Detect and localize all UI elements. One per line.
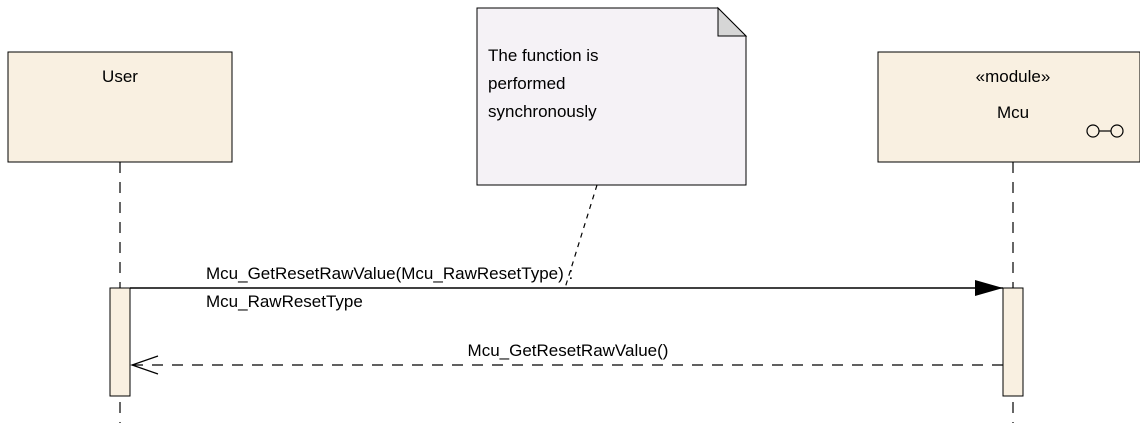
message-call[interactable]: Mcu_GetResetRawValue(Mcu_RawResetType) :… — [130, 264, 1003, 311]
message-call-label-line-1: Mcu_GetResetRawValue(Mcu_RawResetType) : — [206, 264, 573, 283]
activation-bar-mcu — [1002, 287, 1024, 397]
message-call-label-line-2: Mcu_RawResetType — [206, 292, 363, 311]
message-reply[interactable]: Mcu_GetResetRawValue() — [130, 341, 1003, 375]
lifeline-mcu-name: Mcu — [997, 103, 1029, 122]
note[interactable]: The function is performed synchronously — [476, 6, 748, 186]
module-icon — [1086, 124, 1124, 138]
note-body — [476, 7, 747, 186]
lifeline-mcu[interactable]: «module» Mcu — [877, 51, 1140, 163]
lifeline-mcu-stereotype: «module» — [976, 67, 1051, 86]
message-reply-label: Mcu_GetResetRawValue() — [468, 341, 669, 360]
note-anchor-line — [564, 184, 598, 289]
lifeline-user-box — [7, 51, 233, 163]
lifeline-mcu-box — [877, 51, 1140, 163]
lifeline-user[interactable]: User — [7, 51, 233, 163]
message-reply-arrowhead — [130, 355, 159, 375]
note-fold — [717, 6, 748, 37]
note-line-1: The function is — [488, 46, 599, 65]
note-line-2: performed — [488, 74, 565, 93]
message-call-arrowhead — [975, 280, 1003, 296]
lifeline-user-name: User — [102, 67, 138, 86]
activation-bar-user — [109, 287, 131, 397]
note-line-3: synchronously — [488, 102, 597, 121]
